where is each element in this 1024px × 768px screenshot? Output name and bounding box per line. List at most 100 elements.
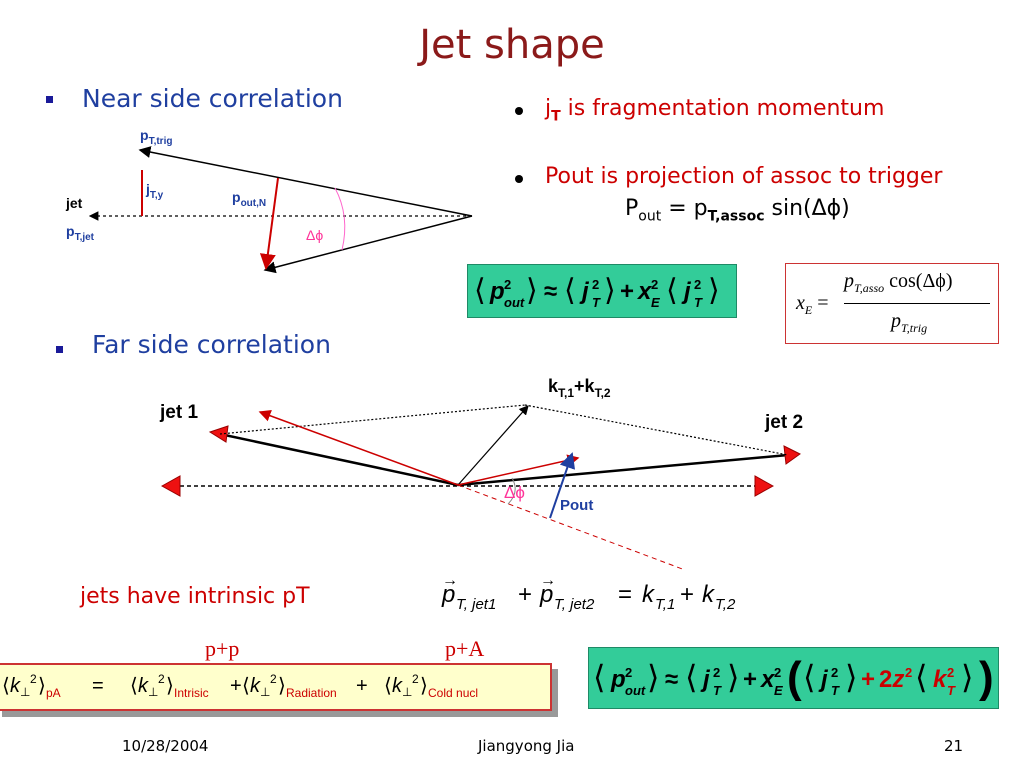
- svg-text:j: j: [700, 666, 711, 693]
- svg-text:T, jet1: T, jet1: [456, 596, 496, 613]
- svg-text:+: +: [743, 666, 757, 693]
- label-jty: jT,y: [145, 181, 164, 201]
- svg-text:⟩: ⟩: [647, 659, 659, 695]
- kt-decomposition-box: ⟨ k ⊥ 2 ⟩ pA = ⟨ k ⊥ 2 ⟩ Intrisic + ⟨ k …: [0, 663, 552, 711]
- footer-page-number: 21: [944, 737, 964, 755]
- kt-vector: [457, 405, 529, 486]
- jet1-triangle-icon: [208, 425, 229, 443]
- svg-text:j: j: [818, 666, 829, 693]
- label-jet2: jet 2: [764, 412, 803, 433]
- momentum-sum-formula: p → T, jet1 + p → T, jet2 = k T,1 + k T,…: [441, 572, 736, 613]
- xe-numerator: pT,asso cos(Δϕ): [844, 270, 953, 295]
- far-side-heading: Far side correlation: [92, 330, 331, 359]
- svg-text:2: 2: [30, 672, 37, 686]
- dphi-far-arc: [507, 477, 516, 505]
- svg-text:2: 2: [625, 665, 632, 680]
- jet2-triangle-icon: [783, 445, 801, 465]
- footer-date: 10/28/2004: [122, 737, 209, 755]
- svg-text:=: =: [92, 675, 104, 697]
- svg-text:E: E: [774, 683, 783, 698]
- pout-kt-formula-image: ⟨ p 2 out ⟩ ≈ ⟨ j 2 T ⟩ + x 2 E ( ⟨ j 2 …: [593, 653, 994, 702]
- svg-text:x: x: [636, 278, 653, 305]
- svg-text:p: p: [539, 581, 553, 608]
- svg-text:2: 2: [504, 277, 511, 292]
- svg-text:⟨: ⟨: [2, 675, 10, 697]
- svg-text:p: p: [441, 581, 455, 608]
- kt-decomposition-formula: ⟨ k ⊥ 2 ⟩ pA = ⟨ k ⊥ 2 ⟩ Intrisic + ⟨ k …: [2, 672, 478, 700]
- svg-text:Radiation: Radiation: [286, 686, 337, 700]
- svg-text:⟨: ⟨: [474, 274, 486, 307]
- svg-text:2: 2: [651, 277, 658, 292]
- svg-text:+: +: [680, 581, 694, 608]
- svg-text:+: +: [620, 278, 634, 305]
- svg-text:⊥: ⊥: [402, 685, 412, 699]
- bullet-dot-icon: [515, 175, 523, 183]
- svg-text:out: out: [625, 683, 646, 698]
- svg-text:k: k: [138, 675, 149, 697]
- label-dphi-far: Δϕ: [504, 483, 525, 502]
- svg-text:⟩: ⟩: [727, 659, 739, 695]
- svg-text:k: k: [702, 581, 716, 608]
- jet2-vector: [457, 453, 789, 487]
- svg-text:⟨: ⟨: [564, 274, 576, 307]
- svg-text:j: j: [579, 278, 590, 305]
- svg-text:2: 2: [158, 672, 165, 686]
- intrinsic-pt-text: jets have intrinsic pT: [80, 584, 310, 609]
- svg-text:⟨: ⟨: [803, 659, 815, 695]
- svg-text:2: 2: [905, 665, 912, 680]
- pout-far-vector: [549, 452, 576, 519]
- svg-text:T: T: [831, 683, 840, 698]
- svg-text:k: k: [933, 666, 948, 693]
- dotted-right: [524, 404, 789, 456]
- label-kt-sum: kT,1+kT,2: [548, 376, 611, 400]
- pp-label: p+p: [205, 636, 240, 661]
- xe-lhs: xE =: [796, 292, 829, 317]
- svg-text:2: 2: [947, 665, 954, 680]
- right-triangle-icon: [754, 475, 775, 497]
- far-side-diagram: jet 1 jet 2 kT,1+kT,2 Δϕ Pout: [159, 376, 803, 571]
- near-side-diagram: pT,trig jT,y pout,N Δϕ jet pT,jet: [65, 127, 473, 274]
- svg-text:T,2: T,2: [715, 596, 736, 613]
- svg-text:⟩: ⟩: [278, 675, 286, 697]
- label-pout-n: pout,N: [232, 189, 266, 209]
- trigger-far-vector: [258, 410, 459, 486]
- svg-text:⟨: ⟨: [242, 675, 250, 697]
- near-side-heading: Near side correlation: [82, 84, 343, 113]
- svg-text:⊥: ⊥: [148, 685, 158, 699]
- svg-text:⊥: ⊥: [260, 685, 270, 699]
- svg-text:pA: pA: [46, 686, 61, 700]
- svg-text:+: +: [861, 666, 875, 693]
- svg-text:⟩: ⟩: [604, 274, 616, 307]
- square-bullet-icon: [46, 96, 53, 103]
- svg-text:Cold nucl: Cold nucl: [428, 686, 478, 700]
- svg-text:→: →: [540, 572, 556, 589]
- svg-text:k: k: [250, 675, 261, 697]
- svg-text:x: x: [759, 666, 776, 693]
- svg-text:k: k: [642, 581, 656, 608]
- pout-formula-image: ⟨ p 2 out ⟩ ≈ ⟨ j 2 T ⟩ + x 2 E ⟨ j 2 T …: [474, 274, 720, 310]
- svg-text:T: T: [592, 295, 601, 310]
- svg-text:(: (: [787, 653, 802, 702]
- label-jet: jet: [65, 195, 83, 211]
- svg-text:⟩: ⟩: [961, 659, 973, 695]
- svg-text:p: p: [610, 666, 626, 693]
- bullet-jt-text: jT is fragmentation momentum: [545, 96, 885, 125]
- svg-text:k: k: [10, 675, 21, 697]
- svg-text:=: =: [618, 581, 632, 608]
- svg-text:⟩: ⟩: [38, 675, 46, 697]
- svg-text:⟨: ⟨: [130, 675, 138, 697]
- svg-text:p: p: [489, 278, 505, 305]
- svg-text:j: j: [681, 278, 692, 305]
- pa-label: p+A: [445, 636, 485, 661]
- svg-text:2: 2: [412, 672, 419, 686]
- svg-text:2z: 2z: [879, 666, 904, 693]
- bullet-pout-text: Pout is projection of assoc to trigger: [545, 164, 943, 189]
- fraction-bar: [844, 303, 990, 304]
- xe-formula-box: xE = pT,asso cos(Δϕ) pT,trig: [785, 263, 999, 344]
- svg-text:T: T: [947, 683, 956, 698]
- trigger-vector: [138, 146, 473, 217]
- trigger-extension: [457, 484, 686, 571]
- svg-text:⟩: ⟩: [166, 675, 174, 697]
- assoc-far-vector: [457, 454, 580, 486]
- svg-text:≈: ≈: [544, 278, 557, 305]
